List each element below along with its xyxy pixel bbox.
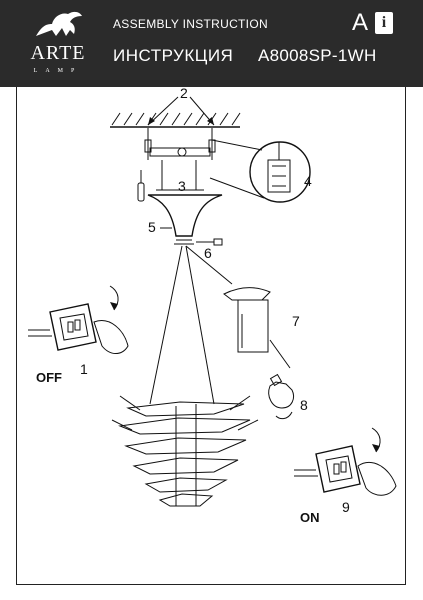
artichoke-shade <box>111 395 259 507</box>
step-3-label: 3 <box>178 178 186 194</box>
griffin-icon <box>36 11 82 36</box>
brand-logo: ARTE LAMP <box>18 6 98 84</box>
step-1-label: 1 <box>80 361 88 377</box>
wall-switch-on <box>294 427 397 496</box>
light-bulb-icon <box>268 373 295 420</box>
title-english: ASSEMBLY INSTRUCTION <box>113 17 268 31</box>
language-badge: A <box>352 9 369 36</box>
canopy <box>147 194 223 245</box>
lamp-socket <box>223 287 291 369</box>
step-4-label: 4 <box>304 173 312 189</box>
step-2-label: 2 <box>180 85 188 101</box>
logo-subtext: LAMP <box>33 68 83 74</box>
step-5-label: 5 <box>148 219 156 235</box>
step-6-label: 6 <box>204 245 212 261</box>
off-label: OFF <box>36 370 62 385</box>
ceiling <box>110 112 241 128</box>
wall-switch-off <box>28 285 129 354</box>
mounting-bracket <box>144 128 216 191</box>
logo-text: ARTE <box>30 42 86 64</box>
suspension-cables <box>149 245 233 405</box>
step-7-label: 7 <box>292 313 300 329</box>
screw-icon <box>196 238 223 246</box>
model-number: A8008SP-1WH <box>258 46 377 65</box>
title-russian: ИНСТРУКЦИЯ <box>113 46 234 65</box>
info-icon: i <box>375 12 393 34</box>
screwdriver-icon <box>137 170 145 202</box>
step-8-label: 8 <box>300 397 308 413</box>
diagram-frame <box>16 87 406 585</box>
step-9-label: 9 <box>342 499 350 515</box>
terminal-block-detail <box>209 139 311 203</box>
step2-arrows <box>147 96 215 126</box>
header-bar: ARTE LAMP ASSEMBLY INSTRUCTION ИНСТРУКЦИ… <box>0 0 423 87</box>
on-label: ON <box>300 510 320 525</box>
